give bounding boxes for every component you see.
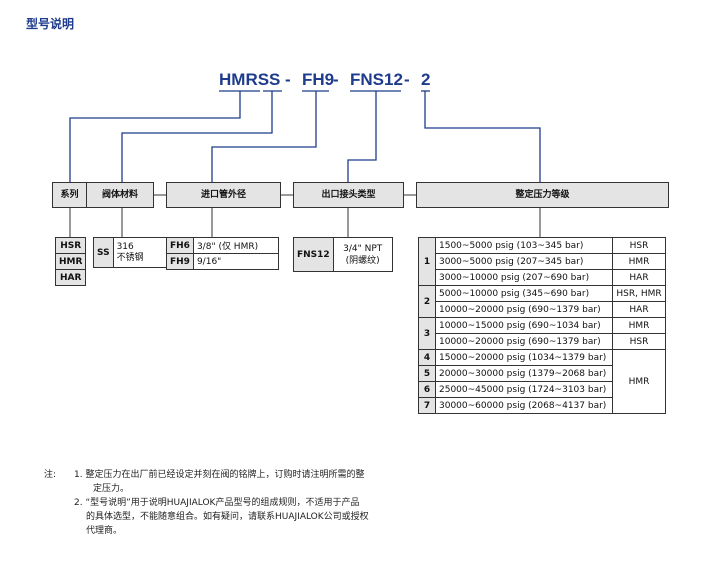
inlet-desc: 9/16" (192, 253, 279, 270)
pressure-model: HSR (612, 333, 666, 350)
pressure-group: 6 (418, 381, 436, 398)
model-dash-1: - (285, 70, 291, 89)
pressure-range: 3000~5000 psig (207~345 bar) (435, 253, 613, 270)
pressure-group: 1 (418, 237, 436, 286)
outlet-desc-line1: 3/4" NPT (343, 243, 383, 254)
outlet-desc: 3/4" NPT (阴螺纹) (332, 237, 393, 272)
model-part-outlet: FNS12 (350, 70, 403, 89)
note-text-cont: 定压力。 (93, 484, 130, 494)
pressure-group: 2 (418, 285, 436, 318)
note-text-cont: 代理商。 (86, 526, 123, 536)
model-part-pressure: 2 (421, 70, 431, 89)
notes-label: 注: (44, 470, 57, 480)
pressure-range: 10000~20000 psig (690~1379 bar) (435, 333, 613, 350)
header-pressure: 整定压力等级 (416, 182, 669, 208)
pressure-group: 4 (418, 349, 436, 366)
model-part-series: HMRSS (219, 70, 281, 89)
pressure-range: 10000~15000 psig (690~1034 bar) (435, 317, 613, 334)
page-title: 型号说明 (26, 17, 75, 31)
inlet-code: FH6 (166, 237, 194, 254)
outlet-code: FNS12 (293, 237, 334, 272)
pressure-group: 7 (418, 397, 436, 414)
model-dash-3: - (404, 70, 410, 89)
pressure-range: 15000~20000 psig (1034~1379 bar) (435, 349, 613, 366)
pressure-group: 5 (418, 365, 436, 382)
note-number: 1. (74, 470, 83, 480)
series-table: HSR HMR HAR (54, 237, 87, 286)
material-table: SS 316 不锈钢 (93, 237, 167, 268)
material-code: SS (93, 237, 114, 268)
pressure-model: HMR (612, 317, 666, 334)
model-part-inlet: FH9 (302, 70, 335, 89)
pressure-model-merged: HMR (612, 349, 666, 414)
pressure-model: HAR (612, 269, 666, 286)
model-dash-2: - (333, 70, 339, 89)
pressure-range: 20000~30000 psig (1379~2068 bar) (435, 365, 613, 382)
pressure-range: 1500~5000 psig (103~345 bar) (435, 237, 613, 254)
pressure-range: 30000~60000 psig (2068~4137 bar) (435, 397, 613, 414)
header-outlet: 出口接头类型 (293, 182, 404, 208)
pressure-table: 1 1500~5000 psig (103~345 bar) HSR 3000~… (418, 237, 666, 414)
inlet-table: FH6 3/8" (仅 HMR) FH9 9/16" (166, 237, 279, 270)
header-body-material: 阀体材料 (87, 182, 154, 208)
notes: 注: 1. 整定压力在出厂前已经设定并刻在阀的铭牌上，订购时请注明所需的整 定压… (44, 468, 369, 538)
note-text: 整定压力在出厂前已经设定并刻在阀的铭牌上，订购时请注明所需的整 (85, 470, 365, 480)
outlet-desc-line2: (阴螺纹) (345, 255, 380, 266)
header-inlet: 进口管外径 (166, 182, 281, 208)
series-code: HMR (54, 253, 87, 270)
pressure-range: 25000~45000 psig (1724~3103 bar) (435, 381, 613, 398)
pressure-model: HSR (612, 237, 666, 254)
pressure-group: 3 (418, 317, 436, 350)
pressure-range: 10000~20000 psig (690~1379 bar) (435, 301, 613, 318)
pressure-range: 3000~10000 psig (207~690 bar) (435, 269, 613, 286)
material-desc-line2: 不锈钢 (116, 253, 144, 263)
note-text-cont: 的具体选型，不能随意组合。如有疑问，请联系HUAJIALOK公司或授权 (86, 512, 369, 522)
note-1: 注: 1. 整定压力在出厂前已经设定并刻在阀的铭牌上，订购时请注明所需的整 (44, 468, 369, 482)
header-series: 系列 (52, 182, 87, 208)
pressure-model: HSR, HMR (612, 285, 666, 302)
inlet-desc: 3/8" (仅 HMR) (192, 237, 279, 254)
pressure-model: HMR (612, 253, 666, 270)
pressure-model: HAR (612, 301, 666, 318)
material-desc-line1: 316 (116, 242, 134, 252)
note-number: 2. (74, 498, 83, 508)
series-code: HAR (54, 269, 87, 286)
pressure-range: 5000~10000 psig (345~690 bar) (435, 285, 613, 302)
inlet-code: FH9 (166, 253, 194, 270)
note-text: “型号说明”用于说明HUAJIALOK产品型号的组成规则，不适用于产品 (85, 498, 360, 508)
outlet-table: FNS12 3/4" NPT (阴螺纹) (293, 237, 393, 272)
series-code: HSR (54, 237, 87, 254)
note-2: 2. “型号说明”用于说明HUAJIALOK产品型号的组成规则，不适用于产品 (44, 496, 369, 510)
material-desc: 316 不锈钢 (112, 237, 167, 268)
